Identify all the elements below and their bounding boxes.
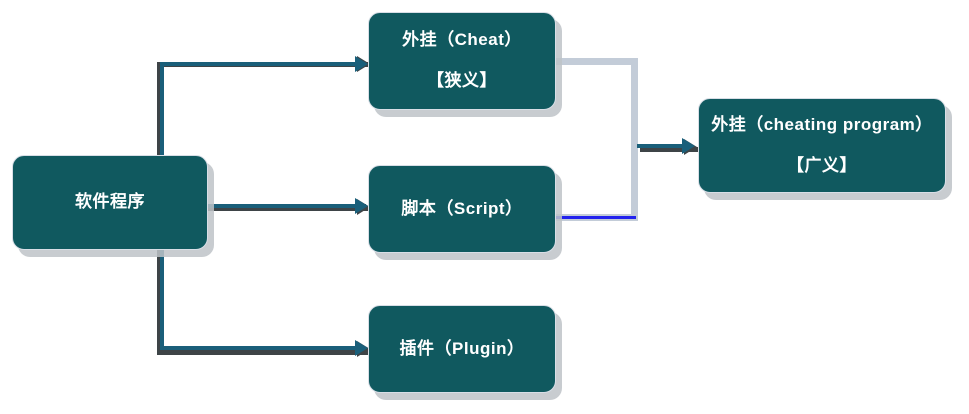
- edge-software-cheat-arrowhead: [355, 56, 368, 72]
- node-cheating-program-label-primary: 外挂（cheating program）: [711, 114, 933, 134]
- edge-software-plugin-shadow-vertical: [157, 250, 162, 355]
- node-software-program[interactable]: 软件程序: [12, 155, 208, 250]
- edge-software-cheat-horizontal: [160, 62, 364, 66]
- node-cheat-label-secondary: 【狭义】: [427, 71, 497, 90]
- edge-software-script-line: [206, 204, 366, 208]
- edge-merge-broad-line: [637, 144, 689, 148]
- edge-software-plugin-shadow-horizontal: [157, 350, 372, 355]
- node-cheat-label-primary: 外挂（Cheat）: [402, 30, 522, 50]
- edge-software-script-arrowhead: [355, 198, 368, 214]
- node-script-label: 脚本（Script）: [401, 198, 523, 218]
- edge-merge-broad-arrowhead: [682, 138, 695, 154]
- node-software-program-label: 软件程序: [75, 192, 145, 212]
- edge-software-cheat-shadow-vertical: [157, 62, 162, 159]
- node-cheating-program[interactable]: 外挂（cheating program） 【广义】: [698, 98, 946, 193]
- edge-script-merge-line: [556, 216, 636, 219]
- edge-merge-vertical: [631, 58, 638, 221]
- edge-software-plugin-horizontal: [160, 346, 364, 350]
- edge-merge-broad-shadow: [640, 147, 698, 152]
- node-plugin-label: 插件（Plugin）: [399, 338, 525, 358]
- edge-cheat-merge-horizontal: [554, 58, 638, 65]
- node-cheat[interactable]: 外挂（Cheat） 【狭义】: [368, 12, 556, 110]
- edge-software-cheat-vertical: [160, 62, 164, 157]
- edge-software-plugin-arrowhead: [355, 340, 368, 356]
- edge-software-script-shadow: [208, 206, 373, 211]
- node-script[interactable]: 脚本（Script）: [368, 165, 556, 253]
- node-cheating-program-label-secondary: 【广义】: [787, 155, 857, 175]
- node-plugin[interactable]: 插件（Plugin）: [368, 305, 556, 393]
- edge-software-plugin-vertical: [160, 250, 164, 349]
